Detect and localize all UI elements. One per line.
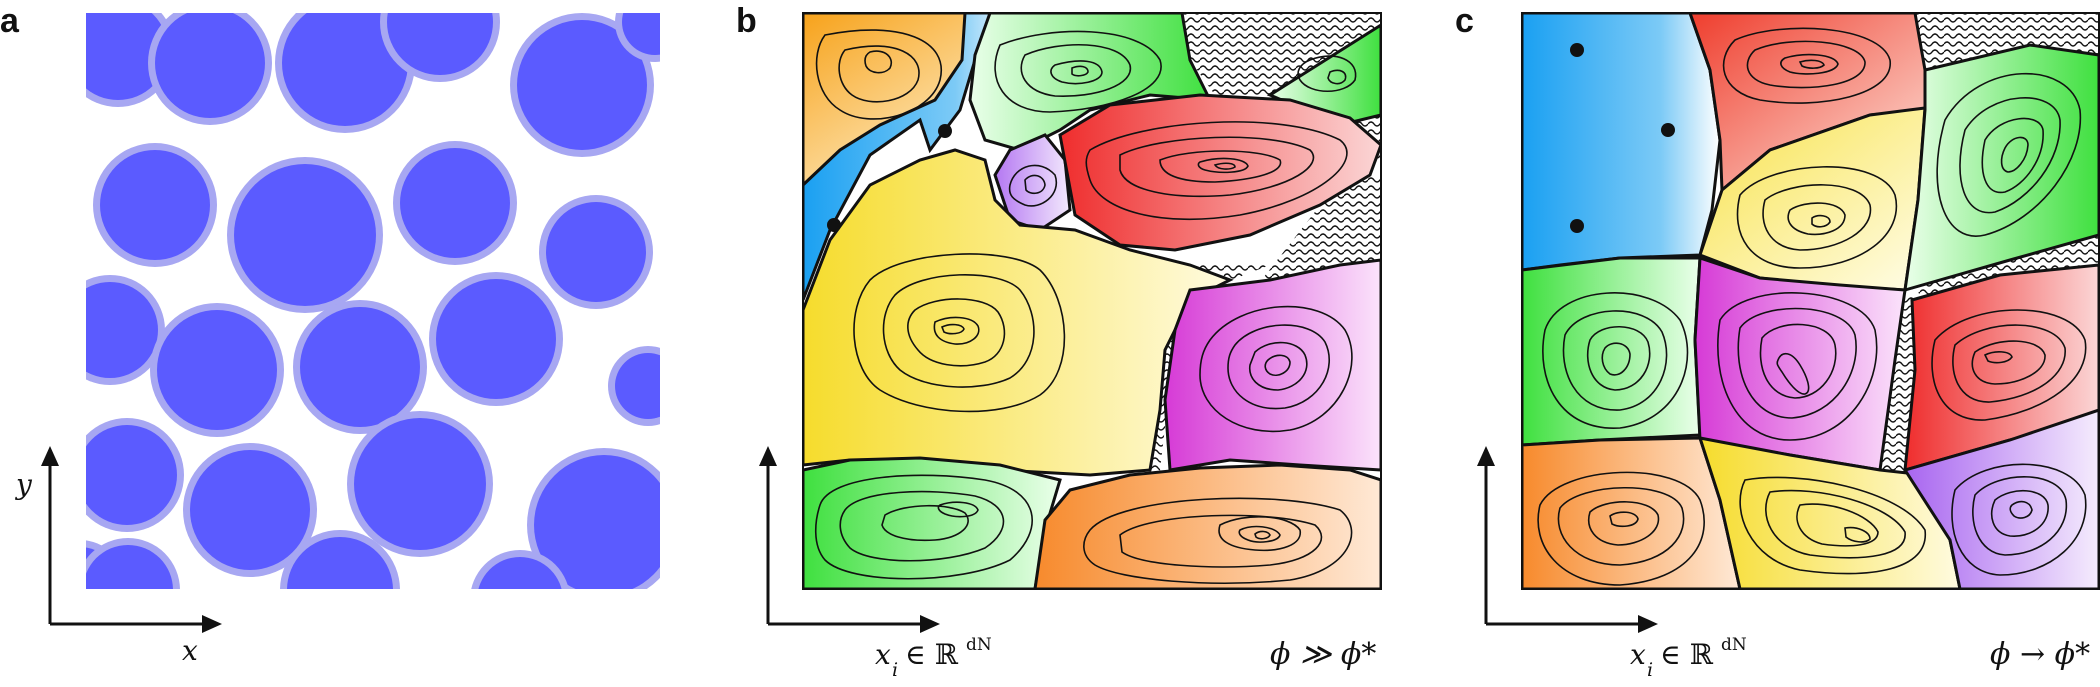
frame-c bbox=[1521, 12, 2100, 590]
particle-disc bbox=[282, 13, 408, 126]
particle-disc bbox=[190, 450, 310, 570]
basin-violet bbox=[1902, 408, 2099, 589]
state-point bbox=[1570, 219, 1584, 233]
x-axis-label-c: x i ∈ ℝ dN bbox=[1630, 635, 1747, 681]
particle-disc bbox=[436, 279, 556, 399]
regime-label-b: ϕ ≫ ϕ* bbox=[1270, 637, 1376, 672]
basin-orange bbox=[1033, 463, 1381, 589]
regime-label-c: ϕ → ϕ* bbox=[1990, 637, 2090, 672]
state-point bbox=[938, 124, 952, 138]
y-axis-label: y bbox=[14, 468, 33, 501]
basin-blue bbox=[1522, 13, 1722, 272]
particle-disc bbox=[287, 537, 393, 589]
particle-disc bbox=[155, 13, 265, 118]
contours-b bbox=[814, 29, 1357, 584]
basin-green bbox=[1522, 256, 1702, 447]
particle-disc bbox=[387, 13, 493, 75]
forbidden-gap bbox=[1260, 175, 1381, 282]
panel-a: a y x bbox=[0, 2, 660, 667]
contours-c bbox=[1537, 27, 2087, 586]
frame-b bbox=[802, 12, 1382, 590]
particle-disc bbox=[86, 425, 177, 525]
particle-disc bbox=[157, 310, 277, 430]
hard-sphere-packing bbox=[86, 13, 660, 589]
x-axis-sub: i bbox=[1647, 659, 1653, 681]
landscape-b bbox=[803, 13, 1381, 589]
particle-disc bbox=[86, 282, 158, 378]
x-axis-set: ∈ ℝ bbox=[905, 638, 959, 671]
axes-c bbox=[1477, 446, 1658, 633]
particle-disc bbox=[546, 202, 646, 302]
particle-disc bbox=[478, 557, 562, 589]
panel-b-label: b bbox=[736, 2, 757, 40]
particle-disc bbox=[234, 164, 376, 306]
x-axis-label: x bbox=[182, 634, 198, 667]
particle-disc bbox=[534, 455, 660, 589]
particle-disc bbox=[400, 148, 510, 258]
landscape-c bbox=[1522, 13, 2099, 589]
x-axis-sup: dN bbox=[966, 635, 992, 655]
panel-c-label: c bbox=[1455, 2, 1474, 40]
panel-c: c bbox=[1455, 2, 2100, 681]
particle-disc bbox=[354, 418, 486, 550]
panel-a-label: a bbox=[0, 2, 20, 40]
particle-discs bbox=[86, 13, 660, 589]
basin-magenta bbox=[1163, 258, 1381, 472]
particle-disc bbox=[100, 150, 210, 260]
forbidden-gap bbox=[1905, 235, 2099, 300]
axes-b bbox=[759, 446, 940, 633]
x-axis-sup: dN bbox=[1721, 635, 1747, 655]
x-axis-label-b: x i ∈ ℝ dN bbox=[875, 635, 992, 681]
x-axis-var: x bbox=[875, 638, 891, 671]
particle-disc bbox=[86, 13, 168, 100]
particle-disc bbox=[615, 353, 660, 419]
x-axis-set: ∈ ℝ bbox=[1660, 638, 1714, 671]
x-axis-sub: i bbox=[892, 659, 898, 681]
particle-disc bbox=[86, 545, 173, 589]
particle-disc bbox=[622, 13, 660, 55]
x-axis-var: x bbox=[1630, 638, 1646, 671]
state-point bbox=[827, 218, 841, 232]
state-point bbox=[1661, 123, 1675, 137]
axes-a bbox=[41, 446, 222, 633]
particle-disc bbox=[517, 20, 647, 150]
panel-b: b bbox=[736, 2, 1382, 681]
particle-disc bbox=[300, 307, 420, 427]
state-point bbox=[1570, 43, 1584, 57]
